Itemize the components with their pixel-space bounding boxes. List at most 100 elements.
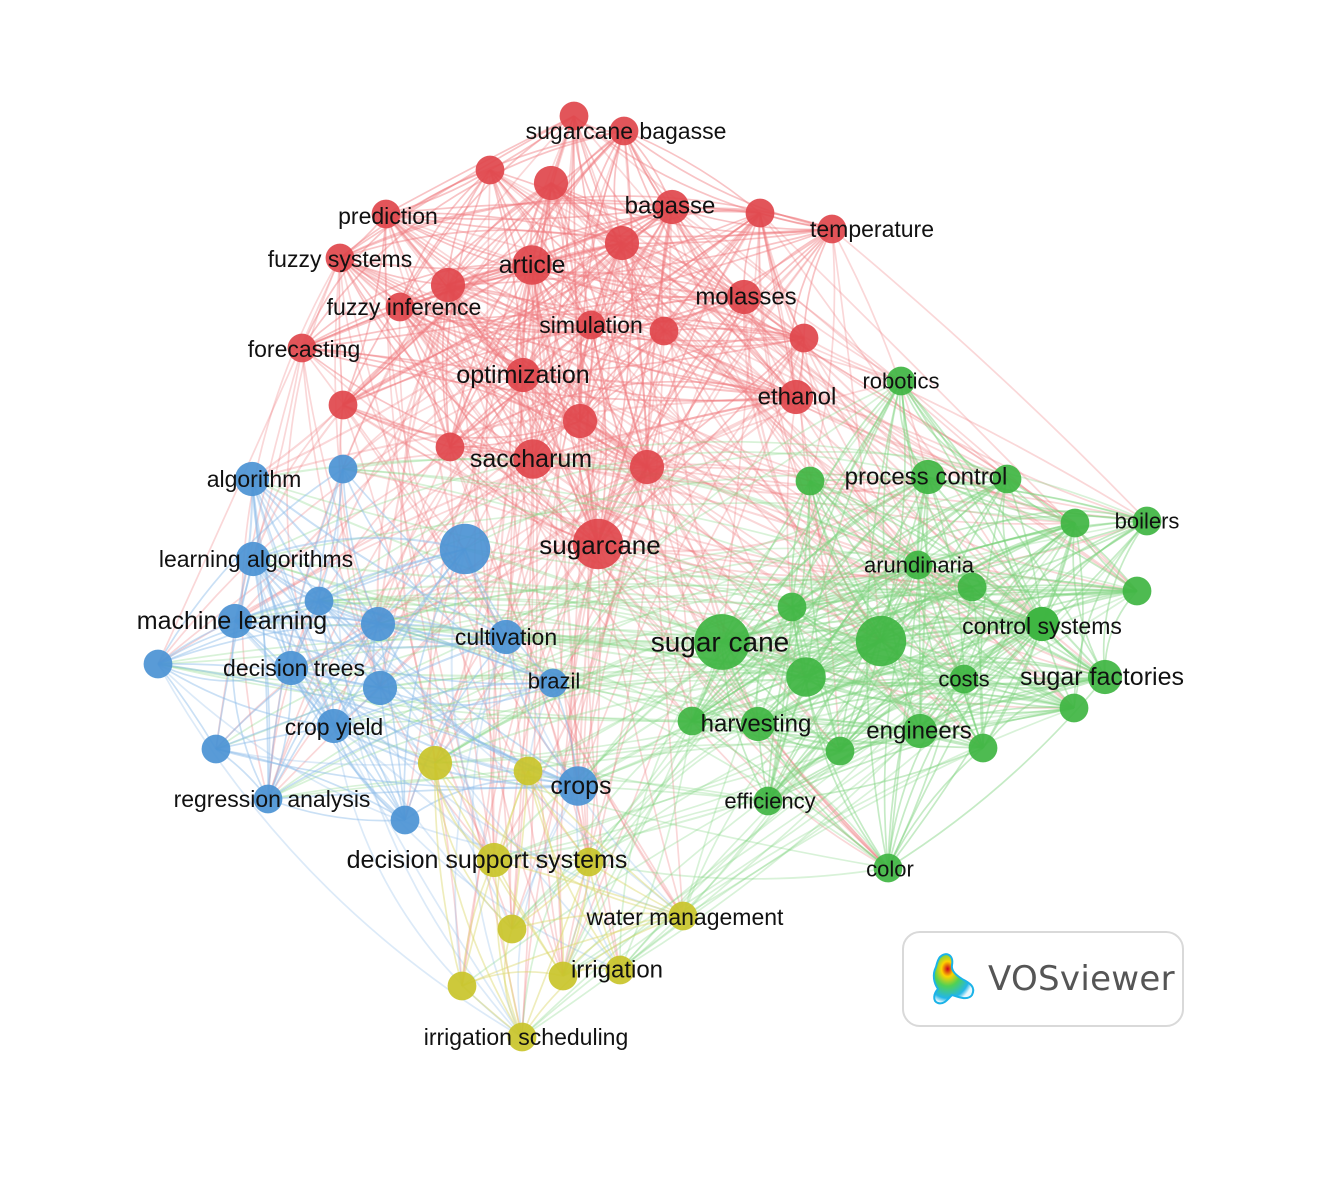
node-y6[interactable] (497, 914, 527, 944)
node-label-g16: costs (938, 667, 989, 692)
edge-g17-g23 (982, 676, 1106, 749)
node-r14[interactable] (726, 279, 762, 315)
node-b16[interactable] (253, 784, 283, 814)
edge-g12-b2 (342, 468, 793, 608)
node-r18[interactable] (287, 333, 317, 363)
node-r15[interactable] (576, 310, 606, 340)
node-r2[interactable] (609, 116, 639, 146)
node-y3[interactable] (476, 842, 512, 878)
node-g8[interactable] (957, 572, 987, 602)
edge-r14-g7 (743, 296, 919, 566)
node-r8[interactable] (817, 214, 847, 244)
node-g6[interactable] (1060, 508, 1090, 538)
edge-r6-r22 (579, 206, 673, 422)
edge-r9-b5 (234, 242, 623, 622)
edge-g25-y4 (588, 861, 889, 880)
node-y4[interactable] (574, 847, 604, 877)
node-b11[interactable] (362, 670, 398, 706)
node-g2[interactable] (910, 459, 946, 495)
node-g23[interactable] (968, 733, 998, 763)
node-g15[interactable] (786, 657, 826, 697)
node-r6[interactable] (654, 189, 690, 225)
node-g4[interactable] (992, 464, 1022, 494)
node-g11[interactable] (1024, 606, 1060, 642)
node-r4[interactable] (533, 165, 569, 201)
node-b14[interactable] (201, 734, 231, 764)
node-b12[interactable] (538, 668, 568, 698)
node-g12[interactable] (777, 592, 807, 622)
node-b10[interactable] (273, 650, 309, 686)
node-r11[interactable] (512, 245, 552, 285)
node-g16[interactable] (949, 664, 979, 694)
node-g21[interactable] (902, 713, 938, 749)
node-g13[interactable] (694, 614, 750, 670)
node-g18[interactable] (1059, 693, 1089, 723)
node-g22[interactable] (825, 736, 855, 766)
node-r13[interactable] (385, 292, 415, 322)
node-y2[interactable] (513, 756, 543, 786)
edge-g2-g12 (791, 476, 929, 608)
node-g5[interactable] (1132, 506, 1162, 536)
node-b13[interactable] (316, 708, 352, 744)
node-g24[interactable] (753, 786, 783, 816)
node-b8[interactable] (488, 619, 524, 655)
node-y9[interactable] (447, 971, 477, 1001)
node-r9[interactable] (604, 225, 640, 261)
node-r1[interactable] (559, 101, 589, 131)
node-y1[interactable] (417, 745, 453, 781)
edge-r10-g18 (339, 257, 1075, 709)
node-y10[interactable] (507, 1022, 537, 1052)
node-g19[interactable] (740, 706, 776, 742)
node-r17[interactable] (789, 323, 819, 353)
node-g17[interactable] (1087, 659, 1123, 695)
node-b9[interactable] (143, 649, 173, 679)
node-g3[interactable] (795, 466, 825, 496)
node-r7[interactable] (745, 198, 775, 228)
node-g1[interactable] (886, 366, 916, 396)
node-b5[interactable] (217, 603, 253, 639)
node-b4[interactable] (235, 541, 271, 577)
node-y7[interactable] (605, 955, 635, 985)
node-y5[interactable] (668, 901, 698, 931)
edge-r1-r8 (573, 115, 833, 230)
node-r16[interactable] (649, 316, 679, 346)
node-r21[interactable] (328, 390, 358, 420)
node-b3[interactable] (439, 523, 491, 575)
node-b17[interactable] (390, 805, 420, 835)
node-r22[interactable] (562, 403, 598, 439)
node-b6[interactable] (304, 586, 334, 616)
node-g9[interactable] (1122, 576, 1152, 606)
node-b15[interactable] (558, 766, 598, 806)
node-r20[interactable] (778, 379, 814, 415)
edge-r1-r13 (399, 115, 575, 308)
edge-g22-y9 (461, 750, 841, 987)
edge-b15-b17 (404, 778, 579, 821)
node-y8[interactable] (548, 961, 578, 991)
node-r10[interactable] (325, 243, 355, 273)
node-g7[interactable] (903, 550, 933, 580)
node-r25[interactable] (629, 449, 665, 485)
node-b7[interactable] (360, 606, 396, 642)
node-g14[interactable] (855, 615, 907, 667)
node-g25[interactable] (873, 853, 903, 883)
edge-g18-g19 (757, 692, 1075, 725)
edge-r10-r25 (339, 257, 648, 468)
node-r5[interactable] (371, 199, 401, 229)
node-b1[interactable] (234, 461, 270, 497)
node-g20[interactable] (677, 706, 707, 736)
node-r26[interactable] (572, 518, 624, 570)
edge-r3-r20 (489, 169, 797, 398)
node-r23[interactable] (435, 432, 465, 462)
node-label-r11: article (499, 251, 566, 279)
edge-r25-y1 (434, 466, 648, 764)
node-r3[interactable] (475, 155, 505, 185)
edge-g1-g11 (900, 380, 1043, 625)
edge-g17-b4 (252, 558, 1106, 680)
node-r12[interactable] (430, 267, 466, 303)
node-r24[interactable] (513, 439, 553, 479)
node-r19[interactable] (505, 357, 541, 393)
node-label-g17: sugar factories (1020, 663, 1184, 691)
edge-r14-r21 (342, 295, 745, 406)
node-b2[interactable] (328, 454, 358, 484)
edge-g5-b6 (318, 473, 1148, 602)
